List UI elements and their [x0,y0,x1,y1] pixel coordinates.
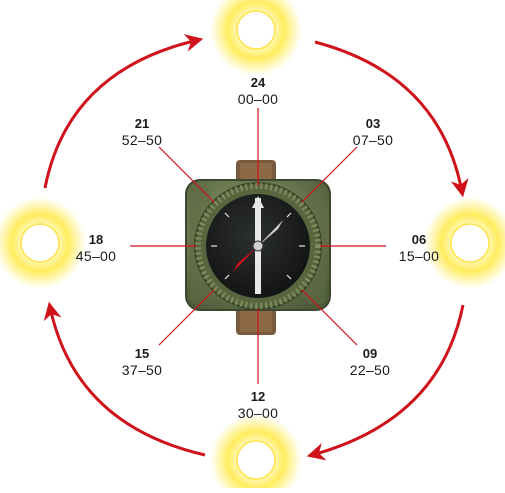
mark-24: 24 00–00 [210,74,306,108]
sun-left [0,197,86,289]
hour-label: 18 [88,232,104,247]
hour-label: 09 [362,346,378,361]
arrow-top-right [314,40,469,198]
mil-label: 52–50 [121,132,163,148]
arrow-bottom-left [43,301,206,457]
mil-label: 45–00 [75,248,117,264]
mark-12: 12 30–00 [210,388,306,422]
ray-15 [158,289,215,346]
hour-label: 03 [365,116,381,131]
mark-18: 18 45–00 [48,231,144,265]
sun-right [424,197,505,289]
ray-21 [158,146,215,203]
arrow-right-bottom [306,304,465,461]
hour-label: 21 [134,116,150,131]
sun-bottom [210,414,302,493]
mark-21: 21 52–50 [94,115,190,149]
mil-label: 15–00 [398,248,440,264]
hour-label: 24 [250,75,266,90]
ray-09 [301,289,358,346]
mark-03: 03 07–50 [325,115,421,149]
hour-label: 06 [411,232,427,247]
compass-icon [185,160,331,335]
arrow-left-top [43,34,204,189]
mil-label: 30–00 [237,405,279,421]
rays [130,108,386,384]
rotation-arrows [43,34,469,461]
ray-03 [301,146,358,203]
mil-label: 00–00 [237,91,279,107]
mil-label: 37–50 [121,362,163,378]
mark-06: 06 15–00 [371,231,467,265]
hour-label: 15 [134,346,150,361]
sun-top [210,0,302,76]
mark-15: 15 37–50 [94,345,190,379]
mil-label: 22–50 [349,362,391,378]
hour-label: 12 [250,389,266,404]
mark-09: 09 22–50 [322,345,418,379]
mil-label: 07–50 [352,132,394,148]
